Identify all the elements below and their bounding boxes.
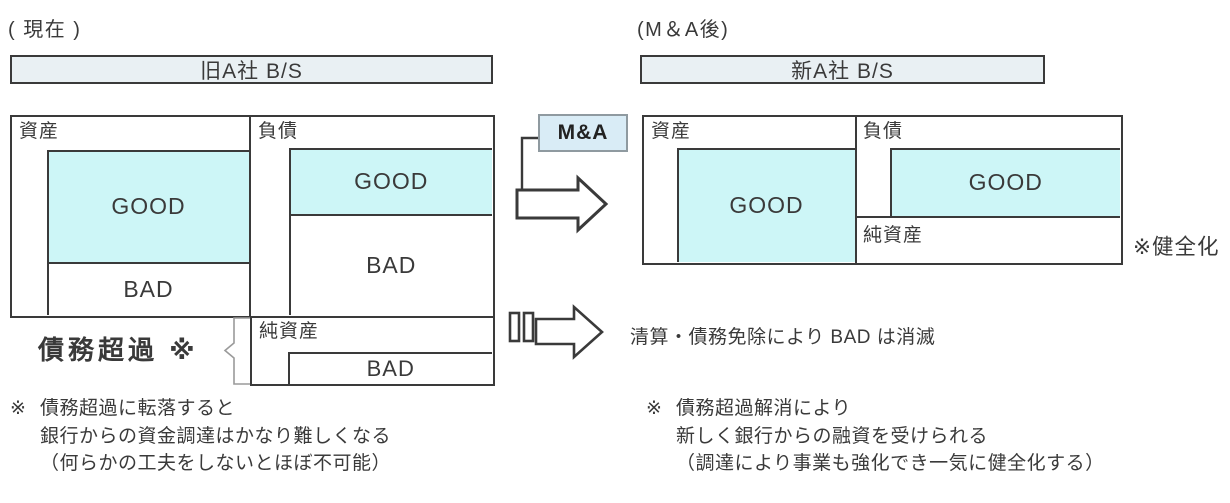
mna-connector-line: [520, 136, 544, 190]
footnote-line: （調達により事業も強化でき一気に健全化する）: [676, 453, 1105, 474]
header-old-bs: 旧A社 B/S: [10, 55, 493, 84]
new-assets-good-box: GOOD: [676, 147, 855, 262]
old-assets-bad-label: BAD: [123, 276, 174, 302]
new-liabilities-good-label: GOOD: [968, 169, 1043, 195]
footnote-line: 新しく銀行からの融資を受けられる: [676, 425, 989, 447]
new-net-assets-topline: [857, 215, 890, 218]
new-bs-box: 資産 GOOD 負債 GOOD 純資産: [642, 115, 1123, 265]
new-liabilities-label: 負債: [863, 121, 904, 142]
old-liabilities-good-label: GOOD: [354, 168, 429, 194]
old-net-assets-bad-label: BAD: [366, 355, 415, 381]
old-bs-box: 資産 GOOD BAD 負債 GOOD BAD: [10, 115, 495, 318]
caption-after: (M＆A後): [637, 19, 730, 41]
footnote-current-lines: 債務超過に転落すると 銀行からの資金調達はかなり難しくなる （何らかの工夫をしな…: [40, 395, 391, 478]
old-net-assets-label: 純資産: [259, 320, 320, 342]
old-liabilities-label: 負債: [258, 121, 299, 142]
footnote-line: 銀行からの資金調達はかなり難しくなる: [40, 425, 392, 447]
mna-arrow-icon: [515, 174, 609, 234]
insolvency-brace-icon: [223, 317, 250, 385]
footnote-line: 債務超過に転落すると: [40, 398, 236, 419]
old-net-assets-box: 純資産 BAD: [250, 317, 495, 386]
footnote-after: ※ 債務超過解消により 新しく銀行からの融資を受けられる （調達により事業も強化…: [646, 395, 1166, 478]
old-assets-good-box: GOOD: [46, 149, 249, 264]
footnote-current: ※ 債務超過に転落すると 銀行からの資金調達はかなり難しくなる （何らかの工夫を…: [10, 395, 480, 478]
insolvency-label: 債務超過 ※: [38, 335, 199, 365]
new-assets-good-label: GOOD: [729, 192, 804, 219]
old-liabilities-bad-box: BAD: [288, 215, 492, 315]
old-assets-bad-box: BAD: [46, 264, 249, 315]
old-bs-column-divider: [248, 117, 251, 316]
footnote-after-lines: 債務超過解消により 新しく銀行からの融資を受けられる （調達により事業も強化でき…: [676, 395, 1105, 478]
old-assets-good-label: GOOD: [111, 193, 186, 220]
footnote-line: （何らかの工夫をしないとほぼ不可能）: [40, 453, 392, 474]
new-assets-label: 資産: [651, 121, 692, 142]
new-net-assets-label: 純資産: [863, 225, 924, 246]
new-liabilities-good-box: GOOD: [889, 147, 1120, 218]
footnote-line: 債務超過解消により: [676, 398, 852, 419]
footnote-current-marker: ※: [10, 398, 27, 419]
header-old-bs-label: 旧A社 B/S: [200, 59, 303, 83]
old-net-assets-bad-box: BAD: [287, 352, 492, 384]
footnote-after-marker: ※: [646, 398, 663, 419]
liquidation-arrow-icon: [508, 304, 604, 360]
header-new-bs-label: 新A社 B/S: [791, 59, 894, 83]
mna-box: M&A: [538, 114, 628, 152]
header-new-bs: 新A社 B/S: [640, 55, 1045, 84]
old-liabilities-good-box: GOOD: [288, 147, 492, 216]
liquidation-note: 清算・債務免除により BAD は消滅: [630, 327, 936, 348]
old-liabilities-bad-label: BAD: [366, 251, 417, 278]
mna-label: M&A: [557, 121, 609, 144]
new-bs-column-divider: [854, 117, 857, 263]
caption-current: ( 現在 ): [8, 19, 82, 41]
old-assets-label: 資産: [19, 121, 60, 142]
healthy-label: ※健全化: [1133, 235, 1220, 259]
